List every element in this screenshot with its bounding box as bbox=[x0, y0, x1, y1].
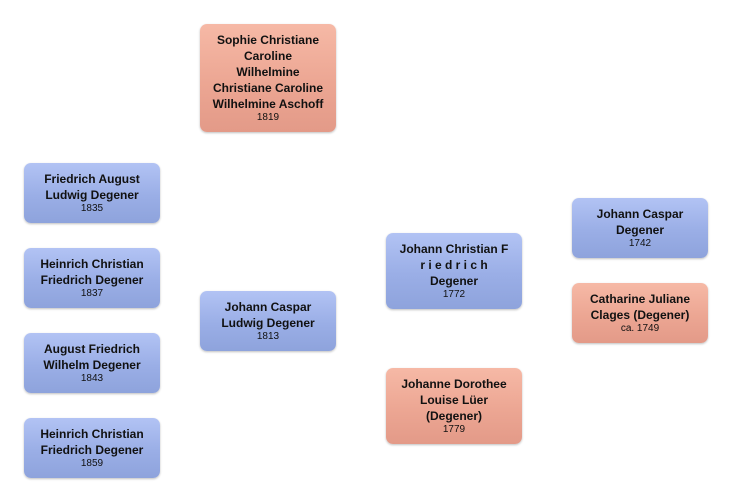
person-card-sophie-aschoff[interactable]: Sophie Christiane Caroline Wilhelmine Ch… bbox=[200, 24, 336, 132]
person-year: 1772 bbox=[442, 289, 466, 300]
person-card-johann-caspar-degener[interactable]: Johann Caspar Degener 1742 bbox=[572, 198, 708, 258]
person-name: Friedrich August Ludwig Degener bbox=[44, 172, 140, 202]
person-name: August Friedrich Wilhelm Degener bbox=[43, 342, 141, 372]
person-card-johann-caspar-ludwig-degener[interactable]: Johann Caspar Ludwig Degener 1813 bbox=[200, 291, 336, 351]
person-year: 1835 bbox=[80, 203, 104, 214]
person-year: 1819 bbox=[256, 112, 280, 123]
person-year: 1742 bbox=[628, 238, 652, 249]
person-name: Catharine Juliane Clages (Degener) bbox=[589, 292, 691, 322]
person-card-johann-christian-friedrich-degener[interactable]: Johann Christian F r i e d r i c h Degen… bbox=[386, 233, 522, 309]
person-card-friedrich-august-ludwig-degener[interactable]: Friedrich August Ludwig Degener 1835 bbox=[24, 163, 160, 223]
person-name: Sophie Christiane Caroline Wilhelmine Ch… bbox=[212, 33, 324, 111]
person-year: 1837 bbox=[80, 288, 104, 299]
person-card-august-friedrich-wilhelm-degener[interactable]: August Friedrich Wilhelm Degener 1843 bbox=[24, 333, 160, 393]
person-name: Heinrich Christian Friedrich Degener bbox=[40, 427, 144, 457]
person-name: Johann Caspar Degener bbox=[596, 207, 684, 237]
person-year: 1843 bbox=[80, 373, 104, 384]
person-year: 1859 bbox=[80, 458, 104, 469]
person-card-heinrich-christian-friedrich-degener-1859[interactable]: Heinrich Christian Friedrich Degener 185… bbox=[24, 418, 160, 478]
person-card-johanne-dorothee-louise-lueer[interactable]: Johanne Dorothee Louise Lüer (Degener) 1… bbox=[386, 368, 522, 444]
person-card-catharine-juliane-clages[interactable]: Catharine Juliane Clages (Degener) ca. 1… bbox=[572, 283, 708, 343]
person-year: 1813 bbox=[256, 331, 280, 342]
person-name: Johanne Dorothee Louise Lüer (Degener) bbox=[401, 377, 507, 423]
person-card-heinrich-christian-friedrich-degener-1837[interactable]: Heinrich Christian Friedrich Degener 183… bbox=[24, 248, 160, 308]
person-year: ca. 1749 bbox=[620, 323, 660, 334]
person-year: 1779 bbox=[442, 424, 466, 435]
person-name: Heinrich Christian Friedrich Degener bbox=[40, 257, 144, 287]
person-name: Johann Caspar Ludwig Degener bbox=[221, 300, 315, 330]
person-name: Johann Christian F r i e d r i c h Degen… bbox=[399, 242, 509, 288]
